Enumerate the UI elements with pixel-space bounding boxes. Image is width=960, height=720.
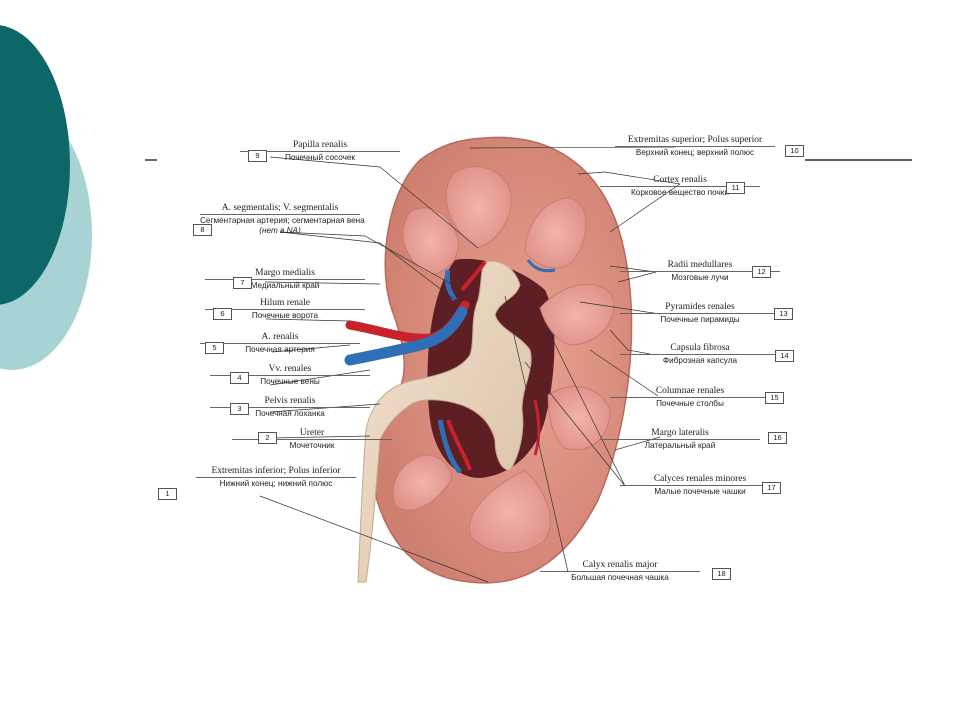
latin-term: Ureter — [299, 428, 325, 438]
russian-term: Почечные вены — [210, 375, 370, 387]
russian-term: Латеральный край — [600, 439, 760, 451]
russian-term: Мозговые лучи — [620, 271, 780, 283]
latin-term: Extremitas inferior; Polus inferior — [211, 466, 341, 476]
latin-term: Columnae renales — [655, 386, 725, 396]
russian-term: Малые почечные чашки — [620, 485, 780, 497]
russian-term: Почечные столбы — [610, 397, 770, 409]
russian-term: Почечные ворота — [205, 309, 365, 321]
renal-pyramids — [392, 166, 614, 554]
russian-note: (нет в NA) — [259, 226, 301, 235]
label-number-box: 5 — [205, 342, 224, 354]
latin-term: Calyces renales minores — [653, 474, 747, 484]
latin-term: Margo medialis — [255, 268, 315, 278]
latin-term: Calyx renalis major — [582, 560, 658, 570]
latin-term: Pelvis renalis — [264, 396, 316, 406]
russian-term: Фиброзная капсула — [620, 354, 780, 366]
dark-teal-circle — [0, 25, 70, 305]
russian-term: Верхний конец; верхний полюс — [615, 146, 775, 158]
label-number-box: 6 — [213, 308, 232, 320]
label-number-box: 11 — [726, 182, 745, 194]
russian-term: Медиальный край — [205, 279, 365, 291]
latin-term: Papilla renalis — [292, 140, 348, 150]
russian-term: Большая почечная чашка — [540, 571, 700, 583]
label-number-box: 17 — [762, 482, 781, 494]
latin-term: Vv. renales — [268, 364, 312, 374]
russian-term: Почечная артерия — [200, 343, 360, 355]
label-number-box: 8 — [193, 224, 212, 236]
latin-term: A. renalis — [261, 332, 299, 342]
latin-term: Pyramides renales — [665, 302, 735, 312]
label-number-box: 15 — [765, 392, 784, 404]
latin-term: A. segmentalis; V. segmentalis — [221, 203, 339, 213]
russian-term: Почечный сосочек — [240, 151, 400, 163]
label-number-box: 18 — [712, 568, 731, 580]
russian-term: Почечные пирамиды — [620, 313, 780, 325]
label-number-box: 16 — [768, 432, 787, 444]
latin-term: Cortex renalis — [653, 175, 707, 185]
label-number-box: 14 — [775, 350, 794, 362]
latin-term: Hilum renale — [260, 298, 310, 308]
label-number-box: 10 — [785, 145, 804, 157]
latin-term: Margo lateralis — [651, 428, 709, 438]
label-number-box: 13 — [774, 308, 793, 320]
russian-term: Мочеточник — [232, 439, 392, 451]
label-number-box: 3 — [230, 403, 249, 415]
label-number-box: 2 — [258, 432, 277, 444]
label-number-box: 12 — [752, 266, 771, 278]
latin-term: Capsula fibrosa — [670, 343, 730, 353]
latin-term: Radii medullares — [667, 260, 733, 270]
russian-term: Корковое вещество почки — [600, 186, 760, 198]
latin-term: Extremitas superior; Polus superior — [627, 135, 763, 145]
renal-vessels — [344, 259, 556, 474]
label-number-box: 4 — [230, 372, 249, 384]
russian-term: Нижний конец; нижний полюс — [196, 477, 356, 489]
label-number-box: 1 — [158, 488, 177, 500]
renal-pelvis — [357, 260, 532, 583]
label-number-box: 9 — [248, 150, 267, 162]
label-number-box: 7 — [233, 277, 252, 289]
russian-term: Почечная лоханка — [210, 407, 370, 419]
russian-term: Сегментарная артерия; сегментарная вена(… — [200, 214, 365, 235]
